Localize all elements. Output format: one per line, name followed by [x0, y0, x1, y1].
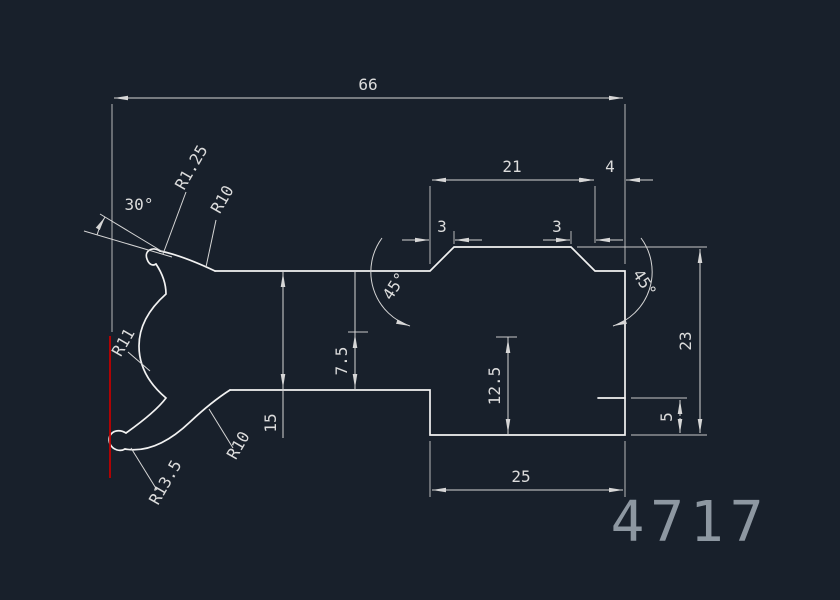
dim-66-label: 66: [358, 75, 377, 94]
profile-body-outline[interactable]: [214, 246, 626, 436]
dim-30deg-label: 30°: [125, 195, 154, 214]
dim-45deg-left-label: 45°: [379, 269, 411, 304]
dimension-arc-45deg-right[interactable]: [612, 237, 653, 327]
dimension-arc-45deg-left[interactable]: [370, 237, 411, 327]
dim-r10-bottom-label: R10: [223, 428, 254, 463]
dim-3-left-label: 3: [437, 217, 447, 236]
upper-prong-top-edge[interactable]: [159, 250, 216, 272]
dim-7-5-label: 7.5: [332, 347, 351, 376]
dim-23-label: 23: [676, 331, 695, 350]
dim-3-right-label: 3: [552, 217, 562, 236]
inner-cavity-curve[interactable]: [125, 263, 168, 434]
leader-radius-fillet-top[interactable]: [205, 219, 217, 268]
leader-radius-tip[interactable]: [162, 191, 187, 255]
dim-25-label: 25: [511, 467, 530, 486]
dim-r10-top-label: R10: [207, 182, 238, 217]
dimension-arc-30deg[interactable]: [95, 216, 106, 236]
dim-12-5-label: 12.5: [485, 367, 504, 406]
dim-5-label: 5: [657, 412, 676, 422]
dimension-leg-30deg[interactable]: [99, 213, 164, 253]
dim-45deg-right-label: 45°: [629, 266, 661, 301]
upper-tip-arc[interactable]: [145, 248, 161, 266]
dim-r135-label: R13.5: [145, 457, 186, 508]
leader-radius-outer[interactable]: [130, 447, 158, 491]
dim-21-label: 21: [502, 157, 521, 176]
part-number: 4717: [611, 490, 770, 555]
dim-4-label: 4: [605, 157, 615, 176]
leader-radius-inner[interactable]: [127, 351, 151, 372]
dimension-leg-30deg[interactable]: [83, 230, 173, 258]
lower-tip-arc[interactable]: [108, 429, 127, 452]
leader-radius-fillet-bottom[interactable]: [208, 408, 234, 449]
dim-r125-label: R1.25: [171, 142, 212, 193]
dim-15-label: 15: [261, 413, 280, 432]
lower-prong-outer-edge[interactable]: [124, 389, 231, 451]
